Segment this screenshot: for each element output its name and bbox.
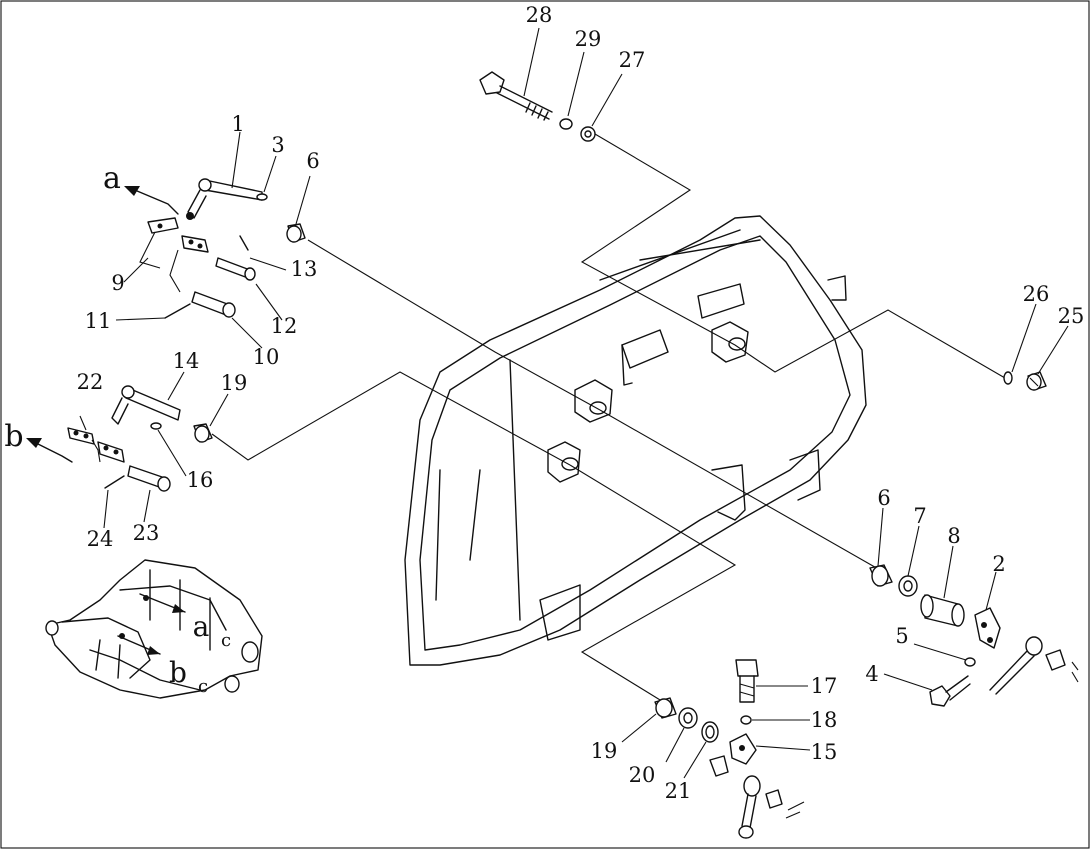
part-label-29: 29: [575, 27, 602, 51]
leader-lines: [211, 133, 1006, 704]
part-label-13: 13: [291, 257, 318, 281]
bushing-6-lower: [869, 564, 893, 587]
plate-22: [67, 415, 101, 463]
lever-1: [186, 178, 263, 220]
part-label-5: 5: [895, 624, 908, 648]
clevis-15: [709, 733, 757, 777]
rod-end-lower: [738, 775, 805, 839]
cotter-11: [164, 303, 191, 319]
part-label-24: 24: [87, 527, 114, 551]
bushing-6-upper: [286, 223, 306, 243]
part-label-23: 23: [133, 521, 160, 545]
clevis-2: [974, 607, 1001, 649]
inset-letter-b: b: [169, 656, 187, 689]
part-label-6-upper: 6: [306, 149, 319, 173]
view-letters: a b a b c c: [4, 161, 231, 697]
part-label-14: 14: [173, 349, 200, 373]
part-label-2: 2: [992, 552, 1005, 576]
part-label-28: 28: [526, 3, 553, 27]
lever-14: [111, 385, 181, 425]
part-label-11: 11: [85, 309, 112, 333]
part-label-7: 7: [913, 504, 926, 528]
sleeve-8: [920, 594, 965, 627]
washer-5: [964, 657, 976, 667]
link-22: [97, 441, 125, 463]
part-label-20: 20: [629, 763, 656, 787]
part-label-26: 26: [1023, 282, 1050, 306]
bolt-28: [479, 71, 553, 121]
bushing-19-upper: [193, 423, 213, 443]
part-label-15: 15: [811, 740, 838, 764]
pin-23: [127, 465, 171, 492]
cotter-24: [104, 475, 125, 489]
bolt-4: [929, 675, 971, 707]
bolt-17: [735, 659, 759, 703]
part-label-8: 8: [947, 524, 960, 548]
part-label-4: 4: [865, 662, 878, 686]
view-arrow-b: [26, 438, 73, 463]
callout-leaders: [103, 27, 1069, 779]
washer-27-hole: [584, 130, 592, 138]
part-label-18: 18: [811, 708, 838, 732]
rod-end: [989, 636, 1079, 695]
link-leader: [169, 249, 181, 293]
part-label-19-upper: 19: [221, 371, 248, 395]
view-letter-a: a: [103, 161, 121, 196]
part-label-19-lower: 19: [591, 739, 618, 763]
part-label-6-lower: 6: [877, 486, 890, 510]
washer-18: [740, 715, 752, 725]
part-label-12: 12: [271, 314, 298, 338]
o-ring-26: [1003, 371, 1013, 385]
inset-suffix-c-b: c: [198, 676, 208, 697]
part-label-9: 9: [111, 271, 124, 295]
pin-10: [191, 291, 236, 318]
pin-16: [150, 422, 162, 430]
inset-letter-a: a: [193, 610, 210, 643]
part-label-1: 1: [231, 112, 244, 136]
part-label-27: 27: [619, 48, 646, 72]
part-label-16: 16: [187, 468, 214, 492]
pin-13: [215, 257, 256, 281]
inset-view: [45, 559, 263, 699]
washer-29: [559, 118, 573, 130]
view-arrow-a: [124, 186, 179, 215]
pin-3: [256, 193, 268, 201]
plate-9: [139, 217, 179, 269]
seal-20: [678, 707, 698, 729]
seal-7: [898, 575, 918, 597]
bushing-19-lower: [654, 697, 677, 719]
part-label-3: 3: [271, 133, 284, 157]
valve-body: [404, 215, 867, 666]
part-label-22: 22: [77, 370, 104, 394]
part-label-10: 10: [253, 345, 280, 369]
cotter-13: [239, 235, 249, 251]
view-letter-b: b: [4, 419, 23, 454]
plug-25: [1026, 371, 1047, 391]
part-label-17: 17: [811, 674, 838, 698]
washer-21: [701, 721, 719, 743]
part-label-25: 25: [1058, 304, 1085, 328]
link-9: [181, 235, 209, 253]
inset-suffix-c-a: c: [221, 630, 231, 651]
part-number-labels: 1 2 3 4 5 6 6 7 8 9 10 11 12 13 14 15 16…: [77, 3, 1085, 803]
part-label-21: 21: [665, 779, 692, 803]
